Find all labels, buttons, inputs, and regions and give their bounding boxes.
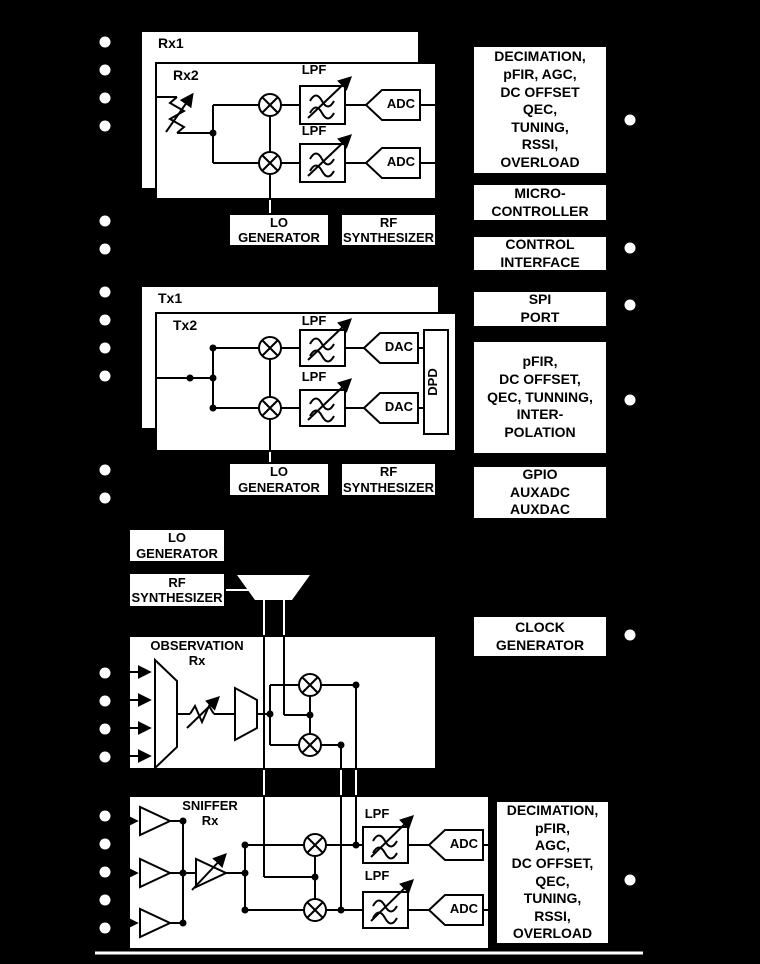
tx2-label: Tx2 (173, 317, 198, 333)
microcontroller-box: MICRO- CONTROLLER (472, 183, 608, 222)
rf-synthesizer-label: RF SYNTHESIZER (131, 574, 223, 605)
pin-dot (99, 866, 111, 878)
pin-dot (99, 751, 111, 763)
gpio-box: GPIO AUXADC AUXDAC (472, 465, 608, 520)
clock-generator-label: CLOCK GENERATOR (495, 618, 585, 653)
pin-dot (99, 370, 111, 382)
chip-pins-left (99, 36, 111, 934)
sniffer-rx-box (128, 795, 490, 950)
pin-dot (99, 243, 111, 255)
main-lo-generator-box: LO GENERATOR (128, 528, 226, 563)
lo-generator-label: LO GENERATOR (238, 214, 320, 245)
pin-dot (99, 215, 111, 227)
pin-dot (99, 922, 111, 934)
control-interface-label: CONTROL INTERFACE (500, 235, 580, 270)
spi-port-box: SPI PORT (472, 290, 608, 328)
pin-dot (99, 464, 111, 476)
rx-rf-synthesizer-box: RF SYNTHESIZER (340, 213, 437, 247)
clock-generator-box: CLOCK GENERATOR (472, 615, 608, 658)
main-rf-synthesizer-box: RF SYNTHESIZER (128, 572, 226, 608)
chip-pins-right (624, 114, 636, 886)
tx-dsp-box: pFIR, DC OFFSET, QEC, TUNNING, INTER- PO… (472, 340, 608, 455)
pin-dot (99, 314, 111, 326)
pin-dot (99, 838, 111, 850)
control-interface-box: CONTROL INTERFACE (472, 235, 608, 272)
tx1-label: Tx1 (158, 290, 183, 306)
tx2-box: Tx2 (155, 312, 457, 452)
rf-synthesizer-label: RF SYNTHESIZER (342, 464, 434, 495)
pin-dot (99, 36, 111, 48)
pin-dot (99, 894, 111, 906)
observation-rx-box (128, 635, 437, 770)
pin-dot (99, 92, 111, 104)
pin-dot (99, 492, 111, 504)
pin-dot (99, 810, 111, 822)
spi-port-label: SPI PORT (520, 291, 560, 325)
gpio-label: GPIO AUXADC AUXDAC (510, 466, 570, 518)
pin-dot (99, 695, 111, 707)
rx1-label: Rx1 (158, 35, 184, 51)
pin-dot (624, 874, 636, 886)
sniffer-dsp-label: DECIMATION, pFIR, AGC, DC OFFSET, QEC, T… (506, 802, 599, 942)
rf-synthesizer-label: RF SYNTHESIZER (342, 214, 434, 245)
rx2-box: Rx2 (155, 62, 437, 200)
pin-dot (624, 394, 636, 406)
sniffer-dsp-box: DECIMATION, pFIR, AGC, DC OFFSET, QEC, T… (495, 800, 610, 945)
pin-dot (99, 64, 111, 76)
rx-dsp-label: DECIMATION, pFIR, AGC, DC OFFSET QEC, TU… (494, 48, 586, 171)
rx-lo-generator-box: LO GENERATOR (228, 213, 330, 247)
microcontroller-label: MICRO- CONTROLLER (491, 184, 589, 219)
pin-dot (99, 342, 111, 354)
lo-generator-label: LO GENERATOR (238, 464, 320, 495)
pin-dot (624, 629, 636, 641)
lo-generator-label: LO GENERATOR (136, 530, 218, 561)
lo-divider-funnel-icon (237, 575, 310, 600)
pin-dot (99, 723, 111, 735)
pin-dot (99, 120, 111, 132)
rx-dsp-box: DECIMATION, pFIR, AGC, DC OFFSET QEC, TU… (472, 45, 608, 175)
rx2-label: Rx2 (173, 67, 199, 83)
pin-dot (99, 286, 111, 298)
pin-dot (624, 299, 636, 311)
pin-dot (624, 242, 636, 254)
tx-dsp-label: pFIR, DC OFFSET, QEC, TUNNING, INTER- PO… (487, 353, 593, 440)
pin-dot (99, 667, 111, 679)
pin-dot (624, 114, 636, 126)
tx-lo-generator-box: LO GENERATOR (228, 462, 330, 497)
tx-rf-synthesizer-box: RF SYNTHESIZER (340, 462, 437, 497)
